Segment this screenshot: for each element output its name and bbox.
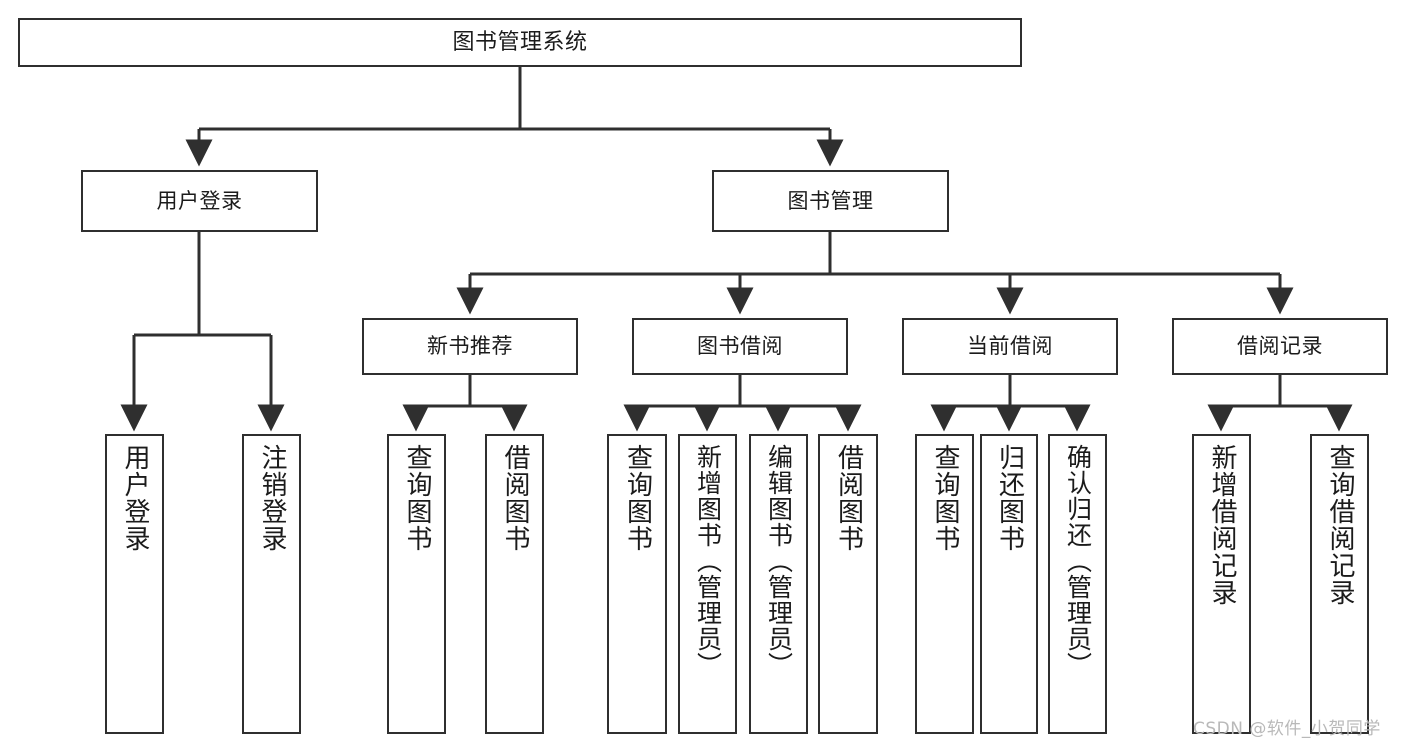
node-label: 查询图书 [402,444,433,552]
node-current-borrow[interactable]: 当前借阅 [902,318,1118,375]
node-label: 确认归还（管理员） [1063,444,1093,678]
leaf-borrow-book-new[interactable]: 借阅图书 [485,434,544,734]
node-label: 用户登录 [156,188,243,213]
node-label: 图书管理 [787,188,874,213]
node-user-login[interactable]: 用户登录 [81,170,318,232]
leaf-borrow-book[interactable]: 借阅图书 [818,434,878,734]
leaf-confirm-return-admin[interactable]: 确认归还（管理员） [1048,434,1107,734]
leaf-user-login[interactable]: 用户登录 [105,434,164,734]
leaf-logout[interactable]: 注销登录 [242,434,301,734]
node-label: 借阅图书 [833,444,864,552]
node-label: 新增借阅记录 [1207,444,1238,606]
node-label: 编辑图书（管理员） [764,444,794,678]
node-book-borrow[interactable]: 图书借阅 [632,318,848,375]
leaf-query-borrow-record[interactable]: 查询借阅记录 [1310,434,1369,734]
leaf-return-book[interactable]: 归还图书 [980,434,1038,734]
node-label: 查询借阅记录 [1325,444,1356,606]
node-new-book-recommend[interactable]: 新书推荐 [362,318,578,375]
node-borrow-record[interactable]: 借阅记录 [1172,318,1388,375]
leaf-add-borrow-record[interactable]: 新增借阅记录 [1192,434,1251,734]
node-label: 查询图书 [622,444,653,552]
leaf-query-book-current[interactable]: 查询图书 [915,434,974,734]
node-label: 借阅记录 [1237,334,1323,359]
node-root-book-management-system[interactable]: 图书管理系统 [18,18,1022,67]
node-label: 新书推荐 [427,334,513,359]
node-label: 查询图书 [930,444,961,552]
node-book-management[interactable]: 图书管理 [712,170,949,232]
node-label: 图书借阅 [697,334,783,359]
leaf-query-book-borrow[interactable]: 查询图书 [607,434,667,734]
node-label: 注销登录 [257,444,288,552]
leaf-edit-book-admin[interactable]: 编辑图书（管理员） [749,434,808,734]
node-label: 归还图书 [994,444,1025,552]
node-label: 图书管理系统 [452,29,588,55]
node-label: 当前借阅 [967,334,1053,359]
leaf-query-book-new[interactable]: 查询图书 [387,434,446,734]
node-label: 新增图书（管理员） [693,444,723,678]
csdn-watermark: CSDN @软件_小贺同学 [1193,719,1381,739]
node-label: 用户登录 [120,444,151,552]
leaf-add-book-admin[interactable]: 新增图书（管理员） [678,434,737,734]
node-label: 借阅图书 [500,444,531,552]
